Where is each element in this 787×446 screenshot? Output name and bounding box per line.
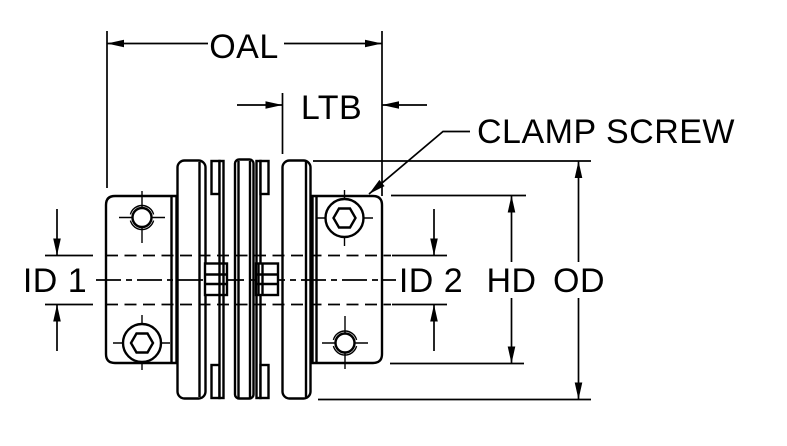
pack-tab-top-right <box>259 159 270 196</box>
pack-tab-bottom-right <box>259 363 270 400</box>
clamp-screw-leader-line <box>368 130 470 195</box>
pack-bolt-right <box>254 262 280 297</box>
pack-bolts <box>203 262 280 297</box>
clamp-screw-left-bottom <box>113 315 170 370</box>
clamp-screws <box>113 190 373 370</box>
callout-clamp-screw: CLAMP SCREW <box>368 113 735 195</box>
center-lines <box>96 254 396 306</box>
hd-label: HD <box>486 262 536 300</box>
od-label: OD <box>553 262 605 300</box>
pack-center-spacer <box>233 158 255 400</box>
ltb-label: LTB <box>301 89 362 127</box>
set-screw-left-top <box>119 191 165 243</box>
id2-label: ID 2 <box>399 262 463 300</box>
coupling-body <box>104 158 384 400</box>
clamp-screw-right-top <box>316 190 373 246</box>
set-screw-right-bottom <box>322 316 368 369</box>
pack-bolt-left <box>203 262 229 297</box>
dimension-id1: ID 1 <box>23 209 93 351</box>
oal-label: OAL <box>209 28 279 66</box>
dimension-ltb: LTB <box>237 89 427 154</box>
clamp-screw-label: CLAMP SCREW <box>477 113 735 151</box>
dimension-od: OD <box>313 160 605 401</box>
dimension-id2: ID 2 <box>392 209 463 351</box>
id1-label: ID 1 <box>23 262 87 300</box>
dimension-hd: HD <box>390 194 536 365</box>
dimension-oal: OAL <box>106 28 383 196</box>
